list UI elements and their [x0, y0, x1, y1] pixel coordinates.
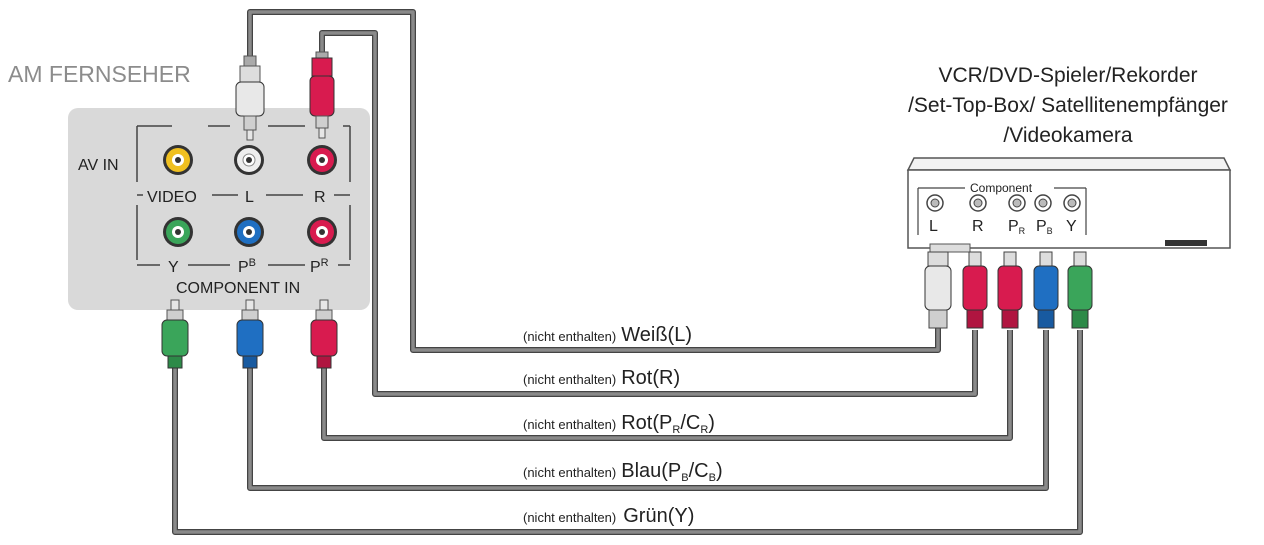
- device-port-pr[interactable]: [1008, 194, 1026, 212]
- plug-tv-green-y: [161, 299, 189, 369]
- tv-title: AM FERNSEHER: [8, 61, 191, 87]
- device-port-pr-label: PR: [1008, 218, 1026, 236]
- cable-label-red-pr: (nicht enthalten)Rot(PR/CR): [523, 412, 715, 436]
- device-port-pb[interactable]: [1034, 194, 1052, 212]
- cable-white-l: [247, 9, 941, 353]
- device-port-r-label: R: [972, 218, 984, 235]
- device-port-y-label: Y: [1066, 218, 1077, 235]
- plug-tv-red-r: [309, 51, 335, 139]
- cable-green-y: [172, 330, 1083, 535]
- cable-label-white-l: (nicht enthalten)Weiß(L): [523, 324, 692, 346]
- video-label: VIDEO: [147, 189, 197, 206]
- cable-label-red-r: (nicht enthalten)Rot(R): [523, 367, 680, 389]
- device-port-l-label: L: [929, 218, 938, 235]
- cable-red-r: [319, 30, 978, 397]
- pr-label: PR: [310, 257, 329, 276]
- plug-tv-blue-pb: [236, 299, 264, 369]
- device-component-label: Component: [970, 181, 1033, 195]
- jack-component-pb-blue[interactable]: [234, 217, 264, 247]
- plug-device-red-pr: [997, 251, 1023, 329]
- tv-panel: [68, 108, 370, 310]
- pb-label: PB: [238, 257, 256, 276]
- jack-component-y-green[interactable]: [163, 217, 193, 247]
- plug-device-red-r: [962, 251, 988, 329]
- plug-device-blue-pb: [1033, 251, 1059, 329]
- component-in-label: COMPONENT IN: [176, 280, 300, 297]
- device-port-r[interactable]: [969, 194, 987, 212]
- cable-label-blue-pb: (nicht enthalten)Blau(PB/CB): [523, 460, 723, 484]
- jack-component-pr-red[interactable]: [307, 217, 337, 247]
- cable-label-green-y: (nicht enthalten)Grün(Y): [523, 505, 694, 527]
- av-in-label: AV IN: [78, 157, 119, 174]
- plug-tv-red-pr: [310, 299, 338, 369]
- device-title-line1: VCR/DVD-Spieler/Rekorder: [938, 64, 1197, 87]
- jack-audio-r-red[interactable]: [307, 145, 337, 175]
- device-port-pb-label: PB: [1036, 218, 1053, 236]
- device-component-bracket: [917, 187, 1087, 235]
- cable-red-pr: [321, 330, 1013, 441]
- device-port-l[interactable]: [926, 194, 944, 212]
- tv-bracket-lines: [136, 125, 351, 266]
- cable-blue-pb: [247, 330, 1049, 491]
- plug-tv-white-l: [235, 55, 265, 141]
- jack-audio-l-white[interactable]: [234, 145, 264, 175]
- plug-device-green-y: [1067, 251, 1093, 329]
- device-title-line3: /Videokamera: [1003, 124, 1133, 147]
- l-label: L: [245, 189, 254, 206]
- device-port-y[interactable]: [1063, 194, 1081, 212]
- r-label: R: [314, 189, 326, 206]
- device-title-line2: /Set-Top-Box/ Satellitenempfänger: [908, 94, 1228, 117]
- jack-video-yellow[interactable]: [163, 145, 193, 175]
- plug-device-white-l: [924, 251, 952, 329]
- y-label: Y: [168, 259, 179, 276]
